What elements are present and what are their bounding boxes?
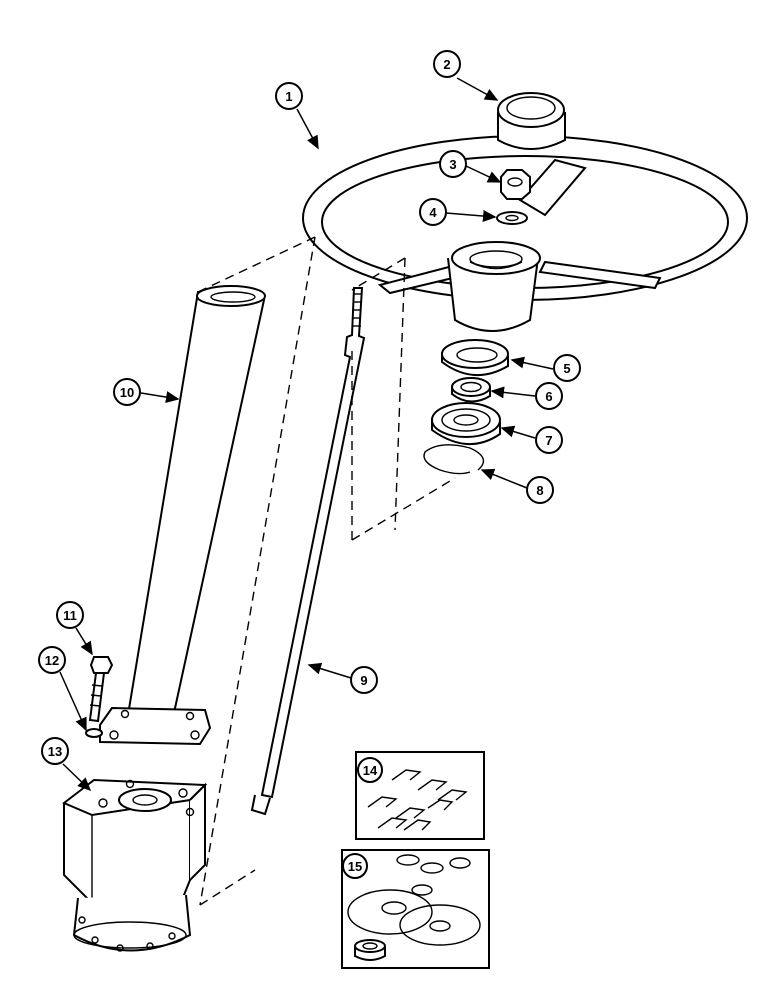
lock-washer: [85, 728, 103, 738]
leader-lines: [59, 77, 554, 792]
spacer: [451, 377, 491, 403]
callout-3: 3: [439, 150, 467, 178]
seal-kit-box: [341, 849, 490, 969]
callout-10-label: 10: [120, 385, 134, 400]
callout-2-label: 2: [443, 57, 450, 72]
bearing: [431, 402, 501, 446]
steering-wheel: [302, 135, 748, 332]
callout-15: 15: [342, 853, 368, 879]
steering-control-unit: [62, 778, 208, 952]
callout-9-label: 9: [360, 673, 367, 688]
callout-7-label: 7: [545, 433, 552, 448]
hub-nut: [500, 169, 531, 200]
callout-6: 6: [535, 382, 563, 410]
callout-6-label: 6: [545, 389, 552, 404]
column-tube: [99, 285, 266, 746]
hub-washer: [496, 211, 528, 225]
callout-5-label: 5: [563, 361, 570, 376]
center-cap: [497, 92, 566, 150]
callout-2: 2: [433, 50, 461, 78]
callout-14: 14: [357, 757, 383, 783]
callout-13-label: 13: [48, 744, 62, 759]
callout-8: 8: [526, 476, 554, 504]
callout-1: 1: [275, 82, 303, 110]
callout-4-label: 4: [429, 205, 437, 220]
steering-shaft: [250, 287, 366, 816]
callout-5: 5: [553, 354, 581, 382]
callout-13: 13: [41, 737, 69, 765]
callout-15-label: 15: [348, 859, 362, 874]
callout-4: 4: [419, 198, 447, 226]
bolt: [88, 656, 114, 723]
callout-11: 11: [56, 601, 84, 629]
assembly-dashed-lines: [197, 236, 456, 906]
callout-11-label: 11: [63, 608, 77, 623]
callout-7: 7: [535, 426, 563, 454]
callout-12-label: 12: [45, 653, 59, 668]
seal: [441, 339, 509, 377]
callout-9: 9: [350, 666, 378, 694]
callout-12: 12: [38, 646, 66, 674]
callout-1-label: 1: [285, 89, 292, 104]
callout-8-label: 8: [536, 483, 543, 498]
callout-10: 10: [113, 378, 141, 406]
snap-ring: [423, 444, 485, 475]
callout-14-label: 14: [363, 763, 378, 778]
callout-3-label: 3: [449, 157, 456, 172]
